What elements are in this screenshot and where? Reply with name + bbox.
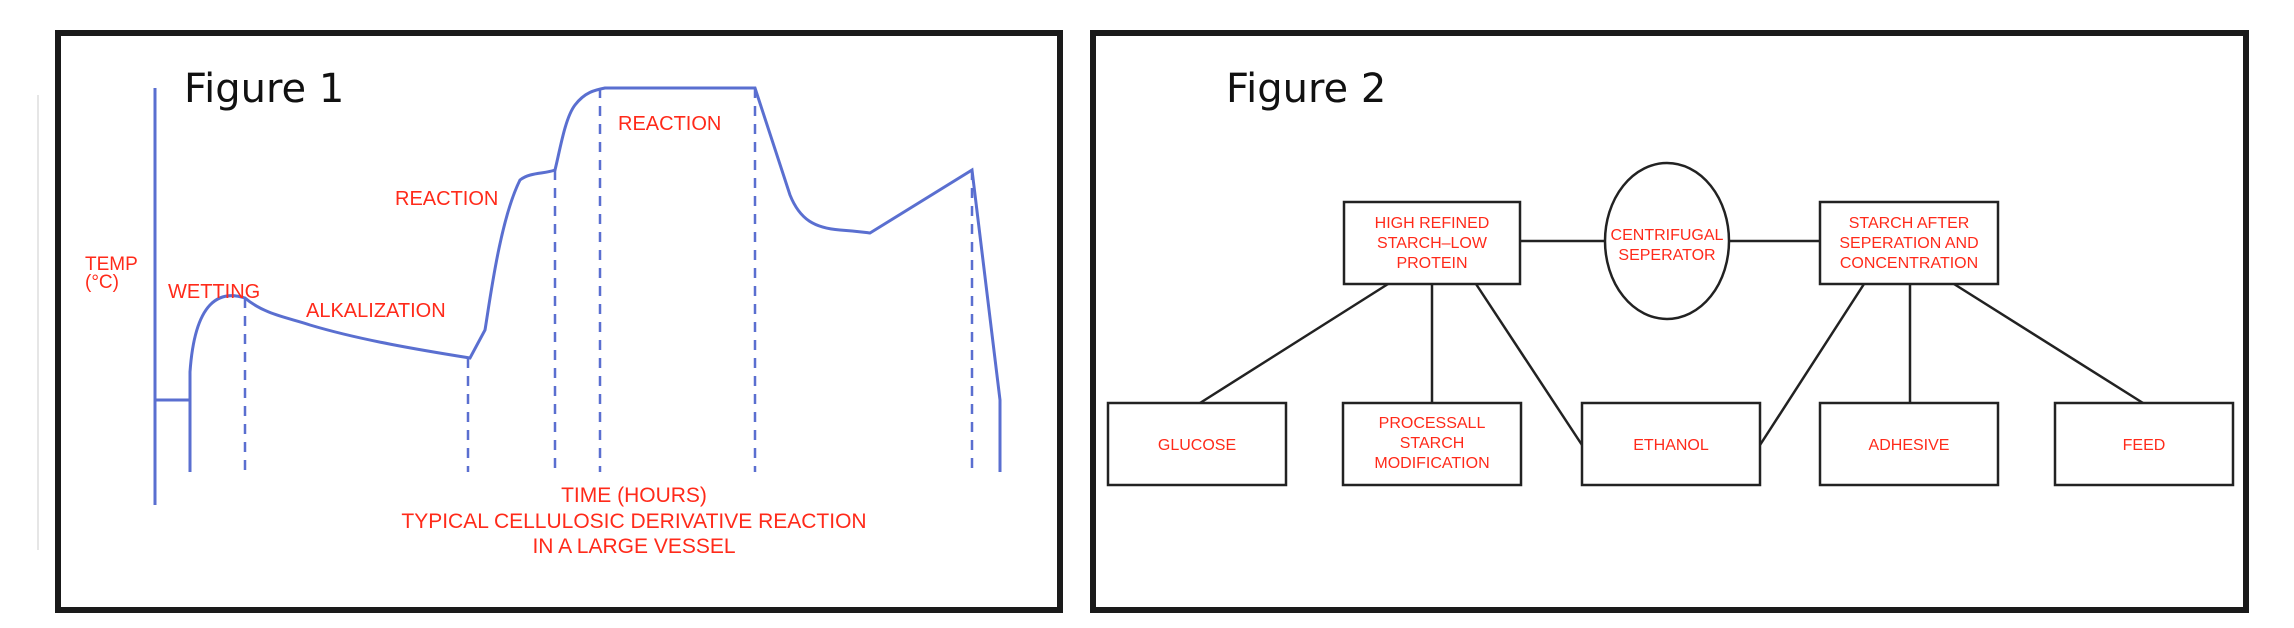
- connector-refined-to-ethanol: [1474, 283, 1584, 446]
- node-high-refined-line-3: PROTEIN: [1396, 255, 1467, 272]
- node-processall-line-3: MODIFICATION: [1374, 455, 1489, 472]
- node-high-refined-line-2: STARCH–LOW: [1377, 235, 1488, 252]
- temp-label: TEMP: [85, 254, 138, 275]
- node-high-refined-starch: [1342, 200, 1522, 286]
- connector-after-to-feed: [1953, 282, 2144, 405]
- node-glucose: [1106, 401, 1288, 487]
- stage-label-reaction-1: REACTION: [395, 188, 498, 210]
- caption-line-1: TIME (HOURS): [561, 484, 707, 507]
- temp-unit-label: (°C): [85, 272, 119, 293]
- figure-1-frame: [55, 30, 1063, 613]
- node-starch-after-line-3: CONCENTRATION: [1840, 255, 1978, 272]
- figure-1-title: Figure 1: [184, 66, 344, 112]
- node-centrifugal-separator: [1603, 161, 1731, 321]
- node-ethanol: [1580, 401, 1762, 487]
- node-feed: [2053, 401, 2235, 487]
- stage-label-reaction-2: REACTION: [618, 113, 721, 135]
- node-feed-label: FEED: [2123, 437, 2166, 454]
- node-adhesive-label: ADHESIVE: [1869, 437, 1950, 454]
- stage-label-alkalization: ALKALIZATION: [306, 300, 446, 322]
- connector-after-to-ethanol: [1758, 283, 1866, 446]
- node-centrifugal-line-1: CENTRIFUGAL: [1611, 227, 1724, 244]
- node-adhesive: [1818, 401, 2000, 487]
- node-processall-line-2: STARCH: [1400, 435, 1465, 452]
- connector-refined-to-glucose: [1199, 282, 1389, 405]
- node-processall-line-1: PROCESSALL: [1379, 415, 1486, 432]
- figure-2-panel: Figure 2 HIGH REFINED STARCH–LOW PROTEIN…: [1090, 30, 2249, 613]
- node-ethanol-label: ETHANOL: [1633, 437, 1709, 454]
- figure-1-panel: Figure 1 TEMP (°C) WETTING ALKALIZATION …: [37, 30, 1063, 613]
- temperature-curve: [188, 86, 1002, 472]
- caption-line-3: IN A LARGE VESSEL: [532, 535, 735, 558]
- node-starch-after-line-2: SEPERATION AND: [1839, 235, 1978, 252]
- node-centrifugal-line-2: SEPERATOR: [1618, 247, 1715, 264]
- figure-2-title: Figure 2: [1226, 66, 1386, 112]
- node-high-refined-line-1: HIGH REFINED: [1375, 215, 1490, 232]
- stage-label-wetting: WETTING: [168, 281, 260, 303]
- node-starch-after-separation: [1818, 200, 2000, 286]
- node-processall-starch: [1341, 401, 1523, 487]
- figure-2-frame: [1090, 30, 2249, 613]
- caption-line-2: TYPICAL CELLULOSIC DERIVATIVE REACTION: [401, 510, 866, 533]
- node-starch-after-line-1: STARCH AFTER: [1849, 215, 1970, 232]
- node-glucose-label: GLUCOSE: [1158, 437, 1236, 454]
